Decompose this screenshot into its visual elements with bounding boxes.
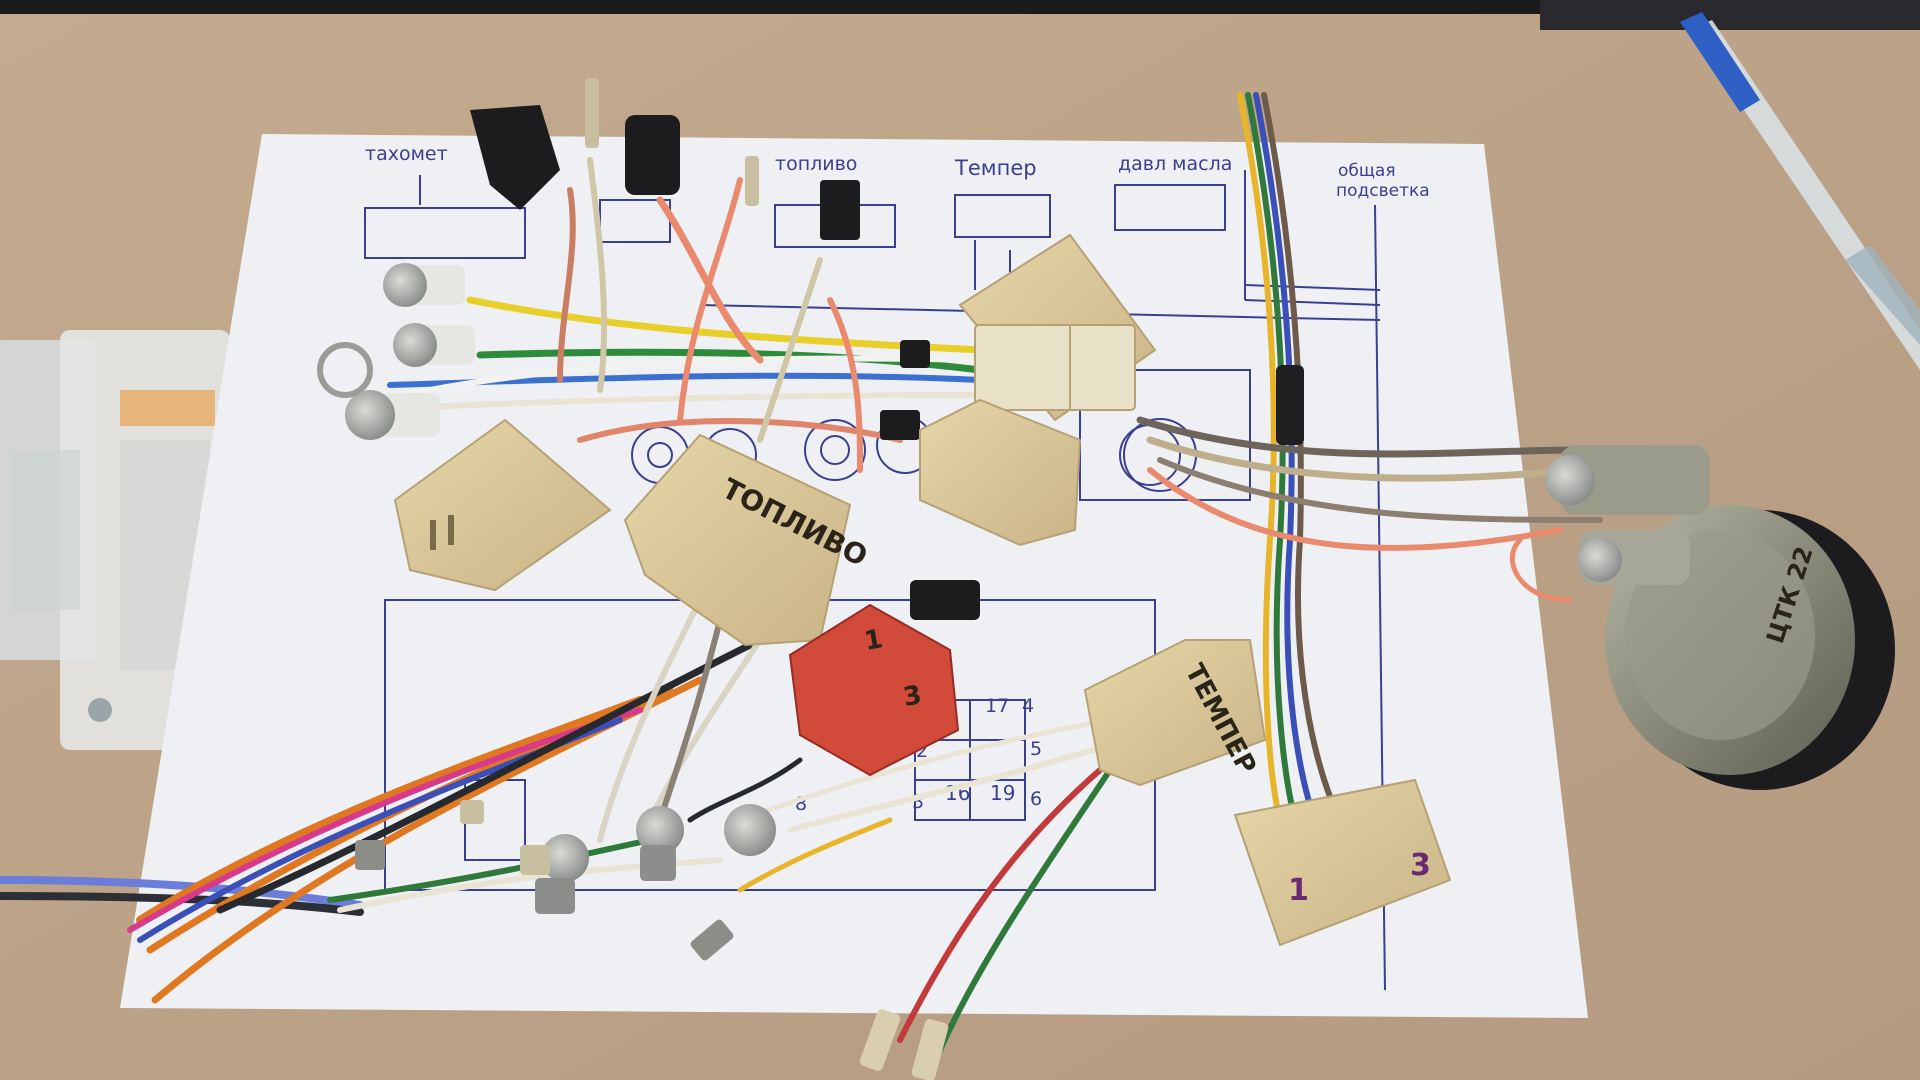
ring-clip	[317, 342, 373, 398]
wire-bundle-upper	[357, 157, 984, 473]
label-tachometer: тахомет	[365, 143, 448, 165]
label-fuel: топливо	[775, 153, 857, 175]
connector-red: 1 3	[788, 603, 960, 777]
red-connector-mark-a: 1	[862, 624, 885, 657]
label-general: общая	[1338, 161, 1396, 181]
bulb-sockets-lower	[355, 800, 949, 1080]
monitor-edge	[0, 0, 1920, 14]
purple-mark-3: 3	[1410, 848, 1431, 883]
red-connector-mark-b: 3	[901, 680, 924, 713]
gauge: ЦТК 22	[1545, 445, 1895, 790]
label-oil-pressure: давл масла	[1118, 153, 1232, 175]
label-temp: Темпер	[954, 156, 1037, 180]
wire-bundle-vertical	[1237, 92, 1343, 823]
connector-left	[393, 418, 612, 592]
connector-white-block	[974, 324, 1136, 411]
bulb-sockets-left	[317, 263, 475, 440]
label-backlight: подсветка	[1336, 181, 1430, 201]
black-plugs-top	[470, 78, 980, 620]
pin-17: 17	[985, 695, 1009, 717]
pin-6: 6	[1030, 788, 1042, 810]
purple-mark-1: 1	[1288, 873, 1309, 908]
wire-bundle-lower	[597, 597, 1113, 1053]
pin-5: 5	[1030, 738, 1042, 760]
wire-bundle-gauge	[1136, 416, 1603, 603]
keyboard-edge	[1540, 0, 1920, 30]
pin-19: 19	[990, 781, 1015, 805]
connector-center	[919, 398, 1082, 547]
pin-4: 4	[1022, 695, 1034, 717]
connector-bottom-right: 1 3	[1233, 778, 1452, 947]
pen	[1680, 12, 1920, 370]
laminated-sheet	[0, 330, 230, 750]
